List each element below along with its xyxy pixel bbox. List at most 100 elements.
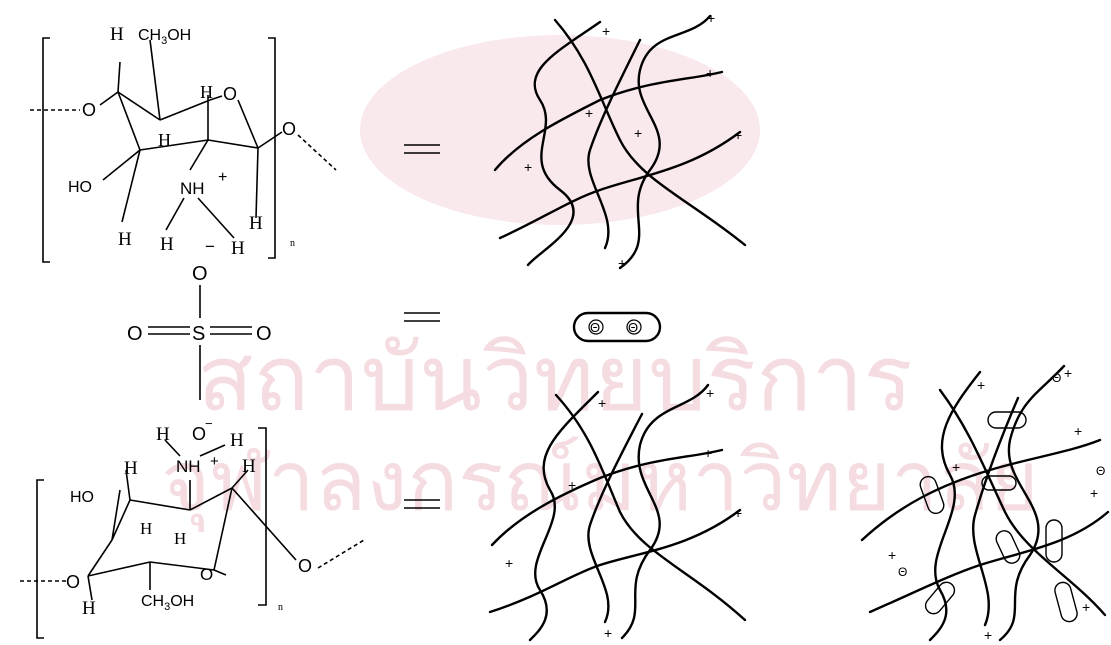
polymer-chain xyxy=(554,393,747,622)
bond xyxy=(102,149,141,181)
atom-label: O xyxy=(192,263,208,285)
atom-label: H xyxy=(124,458,138,479)
bond xyxy=(87,575,93,601)
atom-label: H xyxy=(82,598,96,619)
negative-charge: Θ xyxy=(1096,464,1105,478)
atom-label: H xyxy=(160,234,174,255)
positive-charge: + xyxy=(888,547,896,563)
ring-bond xyxy=(149,561,215,571)
atom-label: H xyxy=(174,529,186,548)
anion-circle xyxy=(588,319,604,335)
bond xyxy=(165,197,185,231)
atom-label: HO xyxy=(68,179,92,196)
charge-label: + xyxy=(210,453,219,470)
atom-label: O xyxy=(192,424,206,444)
charge-label: + xyxy=(218,169,227,186)
positive-charge: + xyxy=(977,377,985,393)
negative-charge: Θ xyxy=(1052,371,1061,385)
repeat-subscript: n xyxy=(290,238,295,249)
atom-label: NH xyxy=(176,457,201,476)
ch2oh-label: CH3OH xyxy=(138,27,191,47)
atom-label: NH xyxy=(180,179,205,198)
positive-charge: + xyxy=(598,395,606,411)
atom-label: H xyxy=(249,213,263,234)
crosslink-pill xyxy=(987,411,1027,429)
bond xyxy=(199,444,226,457)
positive-charge: + xyxy=(706,65,714,81)
positive-charge: + xyxy=(952,459,960,475)
bond xyxy=(257,131,283,149)
bond xyxy=(117,61,121,93)
anion-symbol: Θ xyxy=(590,320,600,335)
crosslink-anion-pills xyxy=(919,411,1078,623)
polymer-chain xyxy=(620,383,710,640)
polymer-chain xyxy=(618,14,712,270)
positive-charge: + xyxy=(1074,423,1082,439)
atom-label: H xyxy=(158,130,171,150)
crosslink-pill xyxy=(924,581,956,615)
atom-label: H xyxy=(156,424,170,445)
atom-label: O xyxy=(200,565,213,584)
positive-charge: + xyxy=(1090,485,1098,501)
ring-bond xyxy=(87,561,151,577)
positive-charge: + xyxy=(707,10,715,26)
crosslink-pill xyxy=(995,530,1021,564)
positive-charge: + xyxy=(704,445,712,461)
atom-label: HO xyxy=(70,489,94,506)
watermark-emblem xyxy=(360,35,760,225)
ring-bond xyxy=(129,499,191,511)
bond xyxy=(213,569,227,576)
bond xyxy=(189,139,209,171)
atom-label: O xyxy=(298,556,312,576)
positive-charge: + xyxy=(1082,599,1090,615)
positive-charge: + xyxy=(505,555,513,571)
polymer-chain xyxy=(498,130,742,240)
ring-bond xyxy=(237,99,259,149)
polymer-chain xyxy=(528,390,600,642)
sulfate-group xyxy=(148,285,252,400)
watermark-line-1: สถาบันวิทยบริการ xyxy=(197,325,913,432)
sulfate-labels: O O S O O − xyxy=(127,263,272,444)
positive-charge: + xyxy=(734,505,742,521)
bond xyxy=(111,489,121,541)
polymer-chain xyxy=(526,20,602,267)
positive-charge: + xyxy=(734,127,742,143)
polymer-chain xyxy=(928,370,982,642)
crosslink-pill xyxy=(919,475,945,515)
upper-left-bracket xyxy=(42,37,50,263)
ring-bond xyxy=(213,487,233,571)
charge-label: − xyxy=(205,416,213,431)
ring-bond xyxy=(189,487,233,511)
positive-charge: + xyxy=(602,23,610,39)
atom-label: H xyxy=(200,82,213,102)
positive-charge: + xyxy=(568,477,576,493)
ring-bond xyxy=(111,499,131,541)
bond xyxy=(197,197,235,239)
polymer-chain xyxy=(493,70,724,172)
atom-label: O xyxy=(66,572,80,592)
charge-label: − xyxy=(205,237,215,256)
polymer-chain xyxy=(587,412,644,624)
crosslink-pill xyxy=(1054,581,1078,623)
positive-charge: + xyxy=(604,625,612,641)
crosslinked-network-chains xyxy=(860,364,1110,642)
polymer-chain xyxy=(488,508,742,614)
lower-right-bracket xyxy=(258,427,267,606)
bond xyxy=(164,439,181,457)
upper-right-bracket xyxy=(268,37,276,259)
bottom-cation-charges: + + + + + + + xyxy=(505,385,742,641)
positive-charge: + xyxy=(618,255,626,271)
ring-bond xyxy=(159,99,211,121)
atom-label: O xyxy=(282,119,296,139)
cationic-chitosan-chains-bottom xyxy=(488,383,747,642)
bond xyxy=(255,147,259,219)
bond xyxy=(231,487,297,561)
lower-glucosamine-unit xyxy=(20,427,365,639)
positive-charge: + xyxy=(984,627,992,643)
atom-label: H xyxy=(140,519,152,538)
crosslinked-network-charges: + Θ + + Θ + + + Θ + + xyxy=(888,365,1105,643)
atom-label: H xyxy=(118,229,132,250)
ch2oh-label: CH3OH xyxy=(141,593,194,613)
ring-bond xyxy=(117,91,141,151)
